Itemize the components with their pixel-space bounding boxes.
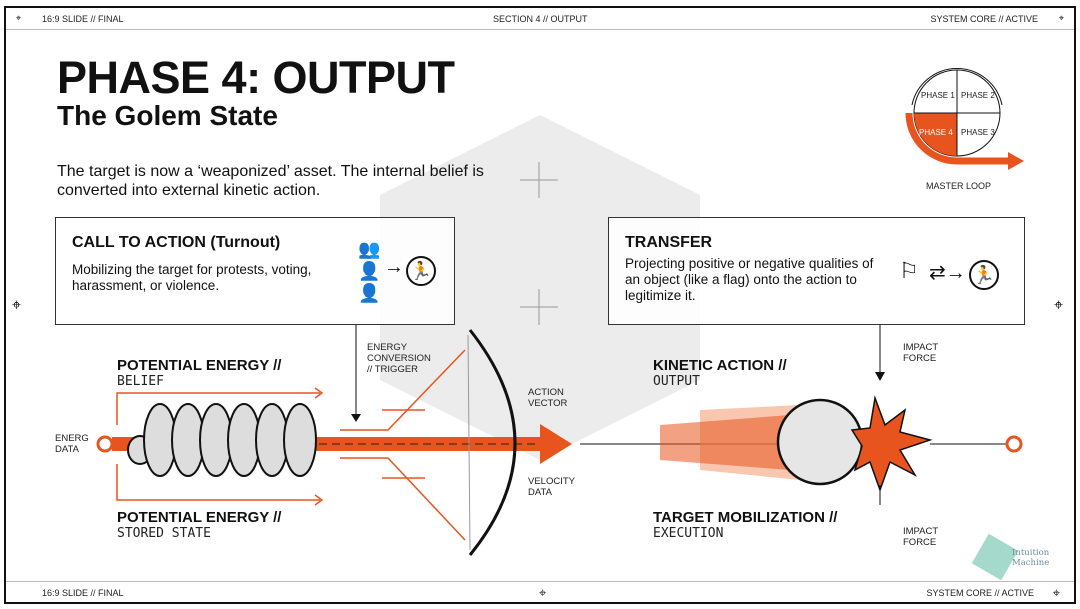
target-mobilization-label: TARGET MOBILIZATION //: [653, 509, 838, 526]
phase-4-label: PHASE 4: [919, 128, 953, 137]
belief-label: BELIEF: [117, 374, 164, 389]
header-left: 16:9 SLIDE // FINAL: [42, 13, 124, 24]
crosshair-icon: ⌖: [1054, 297, 1063, 314]
header-center: SECTION 4 // OUTPUT: [493, 13, 588, 24]
impact-force-label: IMPACT FORCE: [903, 342, 939, 364]
crosshair-icon: ⌖: [539, 584, 547, 600]
crosshair-icon: ⌖: [1052, 584, 1060, 600]
page-title: PHASE 4: OUTPUT: [57, 52, 455, 103]
master-loop-diagram: [905, 68, 1024, 170]
transfer-box: TRANSFER Projecting positive or negative…: [608, 217, 1025, 325]
crosshair-icon: ⌖: [12, 297, 21, 314]
crosshair-icon: ⌖: [16, 13, 22, 23]
background-cube: [380, 115, 700, 460]
arrow-icon: →: [384, 256, 404, 278]
energ-data-label: ENERG DATA: [55, 433, 89, 455]
footer-right: SYSTEM CORE // ACTIVE: [926, 587, 1034, 598]
stored-state-label: STORED STATE: [117, 526, 211, 541]
execution-label: EXECUTION: [653, 526, 724, 541]
crosshair-marks: [520, 162, 558, 325]
action-vector-label: ACTION VECTOR: [528, 387, 568, 409]
slide-frame: [4, 6, 1076, 604]
crowd-icon: 👥👤👤: [358, 239, 381, 303]
flag-icon: ⚐: [899, 258, 919, 283]
phase-3-label: PHASE 3: [961, 128, 995, 137]
master-loop-caption: MASTER LOOP: [926, 181, 992, 191]
call-to-action-box: CALL TO ACTION (Turnout) Mobilizing the …: [55, 217, 455, 325]
running-person-icon: 🏃: [406, 256, 436, 286]
arrowhead: [351, 414, 361, 422]
crosshair-icon: ⌖: [1058, 13, 1064, 23]
kinetic-action-label: KINETIC ACTION //: [653, 357, 787, 374]
bow: [468, 329, 517, 556]
potential-energy-label: POTENTIAL ENERGY //: [117, 509, 282, 526]
output-label: OUTPUT: [653, 374, 700, 389]
impact-burst: [850, 395, 933, 493]
intro-text: The target is now a ‘weaponized’ asset. …: [57, 163, 484, 199]
impact-force-label: IMPACT FORCE: [903, 526, 939, 548]
phase-1-label: PHASE 1: [921, 91, 955, 100]
box-text: Projecting positive or negative qualitie…: [625, 256, 874, 303]
transfer-arrow-icon: ⇄→: [929, 262, 966, 284]
arrowhead: [875, 372, 885, 381]
box-text: Mobilizing the target for protests, voti…: [72, 262, 312, 293]
header-bar: ⌖ 16:9 SLIDE // FINAL SECTION 4 // OUTPU…: [6, 8, 1074, 30]
page-subtitle: The Golem State: [57, 100, 278, 131]
flow-arrows: [116, 349, 466, 541]
velocity-data-label: VELOCITY DATA: [528, 476, 575, 498]
energy-conversion-label: ENERGY CONVERSION // TRIGGER: [367, 342, 431, 375]
footer-left: 16:9 SLIDE // FINAL: [42, 587, 124, 598]
running-person-icon: 🏃: [969, 260, 999, 290]
ball: [776, 398, 864, 486]
header-right: SYSTEM CORE // ACTIVE: [930, 13, 1038, 24]
target-node: [1005, 435, 1023, 453]
phase-2-label: PHASE 2: [961, 91, 995, 100]
motion-trail: [660, 415, 790, 470]
coil-spring: [127, 403, 317, 477]
potential-energy-label: POTENTIAL ENERGY //: [117, 357, 282, 374]
bowstring: [467, 334, 471, 551]
footer-bar: 16:9 SLIDE // FINAL ⌖ SYSTEM CORE // ACT…: [6, 581, 1074, 603]
box-title: TRANSFER: [625, 234, 713, 251]
logo-text: Intuition Machine: [1012, 548, 1050, 568]
box-title: CALL TO ACTION (Turnout): [72, 234, 281, 251]
